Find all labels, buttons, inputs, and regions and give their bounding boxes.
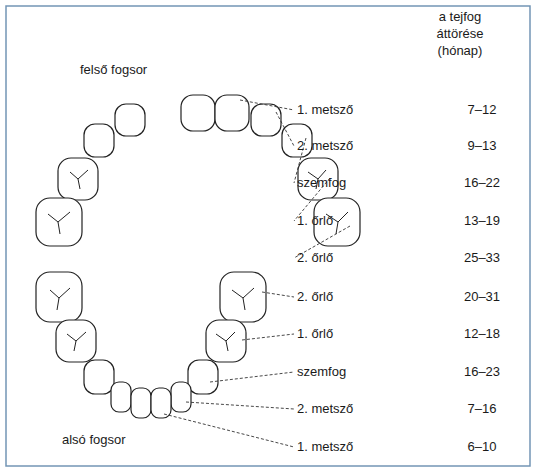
tooth: [111, 382, 131, 412]
leader-line: [240, 100, 294, 110]
tooth: [36, 198, 82, 246]
tooth: [220, 272, 266, 322]
tooth-name: 1. őrlő: [297, 213, 333, 229]
tooth: [215, 95, 249, 131]
tooth: [151, 388, 171, 418]
tooth: [84, 124, 114, 157]
tooth-name: 2. metsző: [297, 401, 353, 417]
molar-creases: [48, 170, 348, 234]
eruption-months: 9–13: [452, 138, 512, 154]
tooth: [36, 272, 82, 322]
tooth: [131, 388, 151, 418]
tooth: [188, 360, 218, 394]
frame: [6, 6, 530, 466]
tooth: [84, 360, 114, 394]
tooth: [171, 382, 191, 412]
leader-line: [242, 334, 294, 340]
crease: [50, 288, 70, 310]
leader-line: [276, 112, 294, 146]
tooth-name: 2. őrlő: [297, 250, 333, 266]
molar-creases: [50, 288, 254, 351]
crease: [48, 212, 70, 234]
tooth-name: 1. metsző: [297, 102, 353, 118]
leader-line: [186, 402, 294, 409]
tooth: [58, 158, 98, 200]
eruption-months: 7–16: [452, 401, 512, 417]
jaw-title: alsó fogsor: [62, 432, 126, 448]
eruption-months: 7–12: [452, 102, 512, 118]
jaw-title: felső fogsor: [80, 62, 147, 78]
tooth: [115, 104, 145, 136]
eruption-months: 12–18: [452, 326, 512, 342]
crease: [232, 288, 254, 310]
column-heading: a tejfog áttörése (hónap): [422, 8, 498, 59]
eruption-months: 13–19: [452, 213, 512, 229]
crease: [70, 170, 88, 189]
tooth: [181, 95, 215, 131]
tooth: [56, 320, 96, 362]
crease: [216, 332, 235, 351]
tooth-name: 1. metsző: [297, 439, 353, 455]
tooth-name: szemfog: [297, 364, 346, 380]
eruption-months: 6–10: [452, 439, 512, 455]
eruption-months: 16–23: [452, 364, 512, 380]
crease: [67, 332, 86, 351]
tooth: [251, 104, 281, 136]
eruption-months: 20–31: [452, 289, 512, 305]
lower-teeth: [36, 272, 266, 418]
tooth-name: 1. őrlő: [297, 326, 333, 342]
leader-line: [210, 372, 294, 382]
tooth-name: szemfog: [297, 175, 346, 191]
tooth-name: 2. őrlő: [297, 289, 333, 305]
eruption-months: 25–33: [452, 250, 512, 266]
eruption-months: 16–22: [452, 175, 512, 191]
tooth: [206, 320, 246, 362]
tooth-name: 2. metsző: [297, 138, 353, 154]
leader-line: [164, 414, 294, 447]
upper-teeth: [36, 95, 360, 246]
leader-line: [262, 292, 294, 297]
